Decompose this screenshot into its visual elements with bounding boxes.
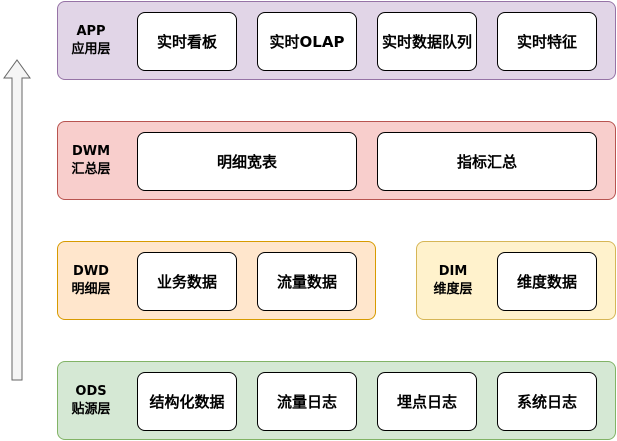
dim-layer-code: DIM (438, 263, 468, 279)
node-system-log: 系统日志 (497, 372, 597, 431)
dwm-layer-code: DWM (71, 143, 111, 159)
node-realtime-olap: 实时OLAP (257, 12, 357, 71)
node-dimension-data: 维度数据 (497, 252, 597, 311)
node-traffic-data: 流量数据 (257, 252, 357, 311)
ods-layer-name: 贴源层 (71, 401, 111, 417)
app-layer-code: APP (76, 23, 106, 39)
dwd-layer-code: DWD (73, 263, 109, 279)
node-structured-data: 结构化数据 (137, 372, 237, 431)
node-traffic-log: 流量日志 (257, 372, 357, 431)
node-metric-summary: 指标汇总 (377, 132, 597, 191)
dwd-layer: DWD 明细层 业务数据 流量数据 (57, 241, 376, 320)
dwd-layer-name: 明细层 (71, 281, 111, 297)
dim-layer-name: 维度层 (433, 281, 473, 297)
app-layer: APP 应用层 实时看板 实时OLAP 实时数据队列 实时特征 (57, 1, 616, 80)
node-tracking-log: 埋点日志 (377, 372, 477, 431)
app-layer-label: APP 应用层 (58, 2, 124, 79)
dim-layer: DIM 维度层 维度数据 (416, 241, 616, 320)
dwm-layer-name: 汇总层 (71, 161, 111, 177)
node-realtime-dashboard: 实时看板 (137, 12, 237, 71)
node-realtime-data-queue: 实时数据队列 (377, 12, 477, 71)
ods-layer-label: ODS 贴源层 (58, 362, 124, 439)
app-layer-name: 应用层 (71, 41, 111, 57)
dwm-layer: DWM 汇总层 明细宽表 指标汇总 (57, 121, 616, 200)
ods-layer: ODS 贴源层 结构化数据 流量日志 埋点日志 系统日志 (57, 361, 616, 440)
up-arrow-icon (3, 59, 31, 381)
dwd-layer-label: DWD 明细层 (58, 242, 124, 319)
node-business-data: 业务数据 (137, 252, 237, 311)
ods-layer-code: ODS (75, 383, 107, 399)
node-realtime-features: 实时特征 (497, 12, 597, 71)
node-detail-wide-table: 明细宽表 (137, 132, 357, 191)
dwm-layer-label: DWM 汇总层 (58, 122, 124, 199)
dim-layer-label: DIM 维度层 (417, 242, 489, 319)
